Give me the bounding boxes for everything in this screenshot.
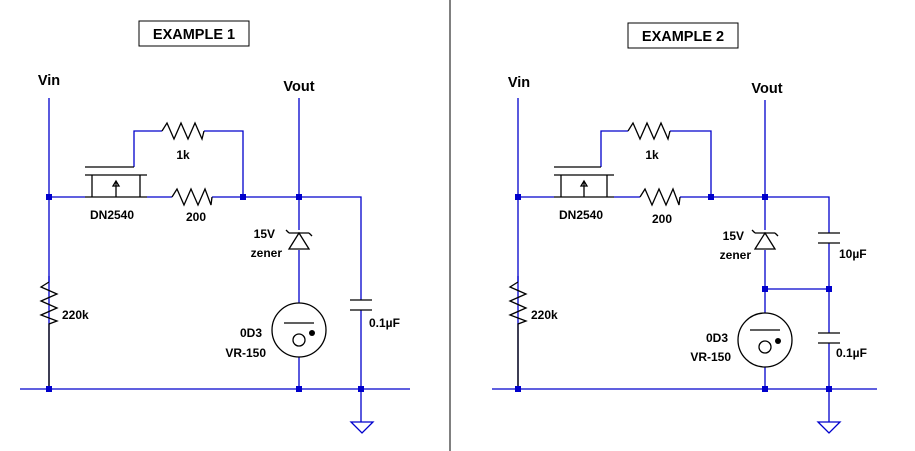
example-2-vr-tube: [737, 312, 793, 368]
example-1-wires: [20, 98, 410, 422]
example-1-resistor-220k: [39, 281, 59, 386]
example-1-tube-label: 0D3: [240, 326, 262, 340]
example-2-resistor-1k: [627, 121, 671, 142]
example-2-vin-label: Vin: [508, 75, 530, 91]
example-1-zener-diode: [285, 229, 313, 250]
example-1-r1k-label: 1k: [176, 148, 190, 162]
example-2-mosfet-symbol: [554, 166, 614, 198]
example-2-junctions: [515, 194, 832, 392]
example-2: EXAMPLE 2: [492, 22, 877, 434]
example-1: EXAMPLE 1: [20, 20, 410, 434]
example-2-mosfet-label: DN2540: [559, 208, 603, 222]
example-1-vr-tube: [271, 302, 327, 358]
example-2-cap-bottom-label: 0.1µF: [836, 346, 867, 360]
example-2-wires: [492, 98, 877, 422]
example-2-r220k-label: 220k: [531, 308, 558, 322]
example-2-zener-diode: [751, 229, 779, 250]
example-2-title-box: EXAMPLE 2: [627, 22, 739, 49]
example-1-resistor-1k: [161, 121, 205, 142]
example-2-zener-voltage-label: 15V: [723, 229, 744, 243]
example-1-r200-label: 200: [186, 210, 206, 224]
example-1-mosfet-symbol: [85, 166, 147, 198]
example-1-title-box: EXAMPLE 1: [138, 20, 250, 47]
example-1-zener-voltage-label: 15V: [254, 227, 275, 241]
example-1-ground-symbol: [349, 421, 375, 434]
example-2-title: EXAMPLE 2: [642, 29, 724, 45]
example-1-mosfet-label: DN2540: [90, 208, 134, 222]
example-2-r1k-label: 1k: [645, 148, 659, 162]
example-2-cap-top-label: 10µF: [839, 247, 867, 261]
example-1-title: EXAMPLE 1: [153, 27, 235, 43]
example-2-r200-label: 200: [652, 212, 672, 226]
example-2-zener-label: zener: [720, 248, 752, 262]
example-2-tube-label: 0D3: [706, 331, 728, 345]
example-1-zener-label: zener: [251, 246, 283, 260]
example-1-resistor-200: [171, 187, 213, 207]
example-2-vout-label: Vout: [751, 81, 782, 97]
example-2-resistor-220k: [508, 281, 528, 386]
example-1-junctions: [46, 194, 364, 392]
example-1-vin-label: Vin: [38, 73, 60, 89]
example-1-capacitor: [350, 299, 372, 311]
example-2-ground-symbol: [816, 421, 842, 434]
example-2-capacitor-10uf: [818, 232, 840, 244]
example-2-tube-type-label: VR-150: [690, 350, 731, 364]
example-1-tube-type-label: VR-150: [225, 346, 266, 360]
example-1-vout-label: Vout: [283, 79, 314, 95]
example-1-cap-label: 0.1µF: [369, 316, 400, 330]
example-2-resistor-200: [639, 187, 681, 207]
example-2-capacitor-0.1uf: [818, 332, 840, 344]
example-1-r220k-label: 220k: [62, 308, 89, 322]
